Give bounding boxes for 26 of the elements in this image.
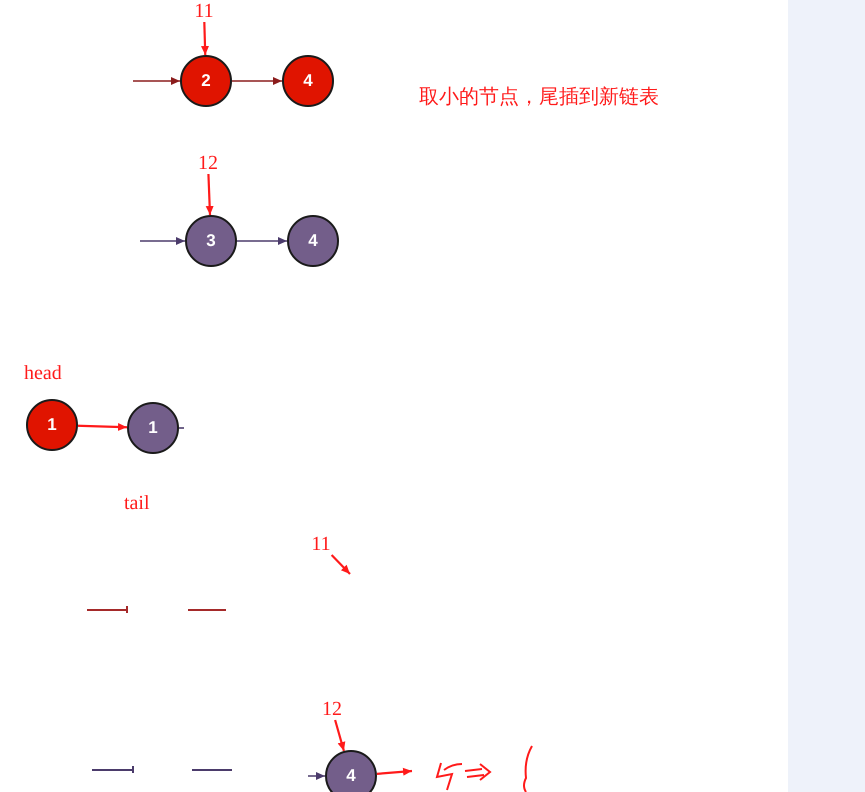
list-node-circle: 4 xyxy=(282,55,334,107)
list-node-circle: 4 xyxy=(287,215,339,267)
arrow xyxy=(237,237,287,245)
list-node-circle: 2 xyxy=(180,55,232,107)
list-node-circle: 1 xyxy=(26,399,78,451)
pointer-name: head xyxy=(24,362,62,385)
pointer-label: 11 xyxy=(190,0,218,22)
note-text: 取小的节点，尾插到新链表 xyxy=(419,83,659,110)
list-node-circle: 4 xyxy=(325,750,377,792)
handwritten-arrow xyxy=(330,554,351,575)
arrow xyxy=(232,77,282,85)
handwritten-arrow xyxy=(206,174,214,216)
arrow xyxy=(308,772,325,780)
handwritten-arrow xyxy=(78,422,128,431)
handwritten-arrow xyxy=(334,720,346,752)
handwritten-arrow xyxy=(376,768,412,776)
link-line xyxy=(179,427,184,429)
list-node-circle: 3 xyxy=(185,215,237,267)
handwritten-arrow xyxy=(201,22,209,56)
arrow xyxy=(133,77,180,85)
pointer-label: 11 xyxy=(308,533,334,555)
arrow xyxy=(140,237,185,245)
pointer-label: 12 xyxy=(194,152,222,174)
pointer-name: tail xyxy=(124,492,150,515)
pointer-label: 12 xyxy=(318,698,346,720)
list-node-circle: 1 xyxy=(127,402,179,454)
